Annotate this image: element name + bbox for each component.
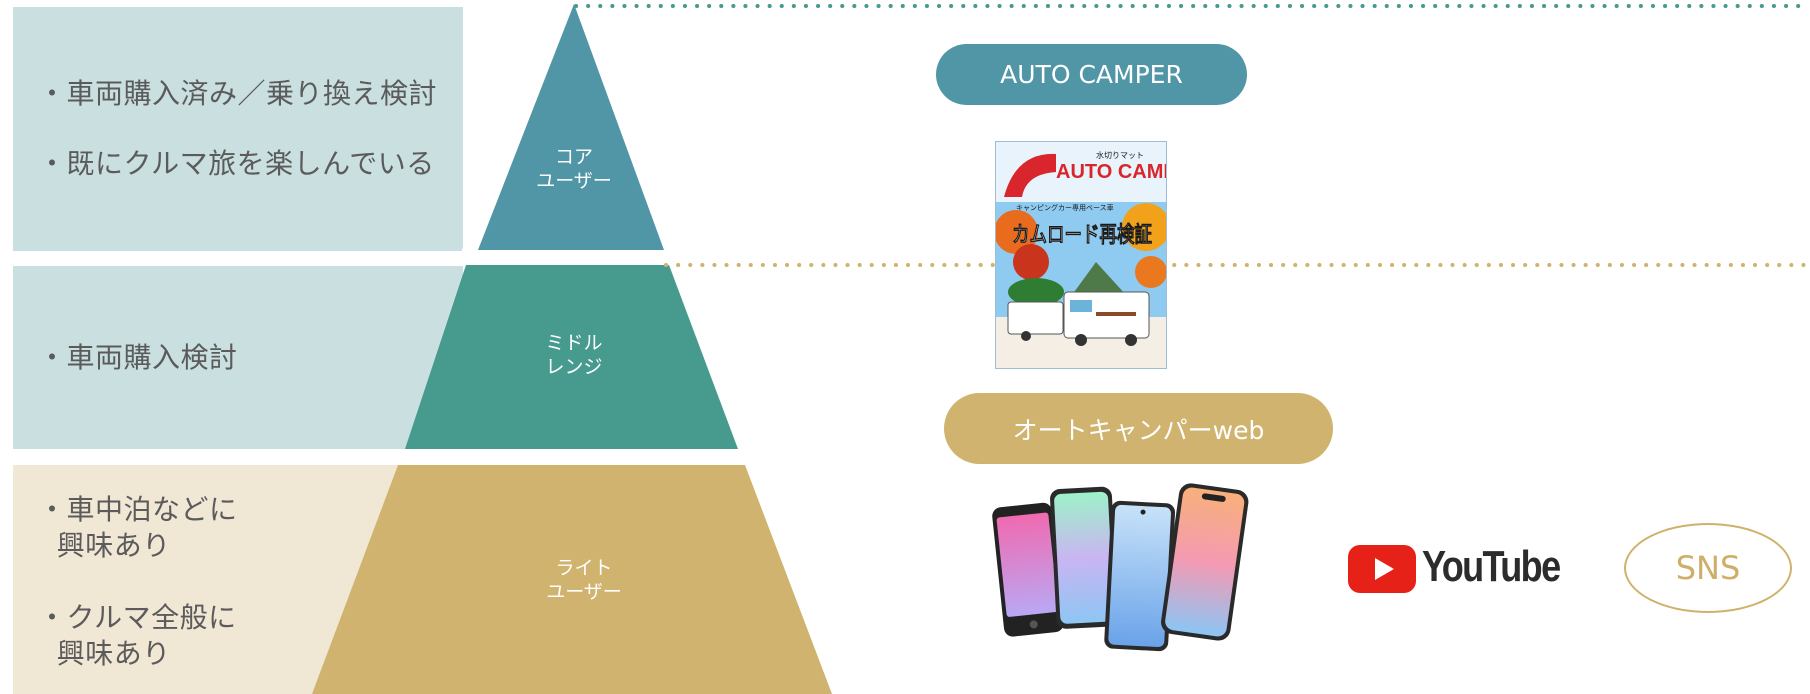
light-bullet-1: ・車中泊などに 興味あり [38,493,238,562]
gold-dotted-line [664,263,1810,267]
pyramid-middle [405,265,738,449]
magazine-cover-image: AUTO CAMPER 水切りマット キャンピングカー専用ベース車 カムロード再… [995,141,1167,369]
web-pill: オートキャンパーweb [944,393,1333,464]
magazine-pill: AUTO CAMPER [936,44,1247,105]
magazine-headline: カムロード再検証 [1012,222,1152,248]
smartphones-image [992,483,1249,652]
pyramid-core [478,4,664,250]
core-band [13,7,463,251]
youtube-logo: YouTube [1348,540,1574,600]
core-bullet-1: ・車両購入済み／乗り換え検討 [38,77,438,110]
core-label: コア ユーザー [536,146,612,192]
light-label: ライト ユーザー [546,557,622,603]
sns-badge: SNS [1624,523,1792,613]
teal-dotted-line [574,4,1810,8]
middle-bullet-1: ・車両購入検討 [38,341,238,374]
pyramid [312,4,832,694]
pyramid-light [312,465,832,694]
magazine-banner: 水切りマット [1096,150,1144,160]
magazine-tagline: キャンピングカー専用ベース車 [1016,203,1114,212]
core-bullet-2: ・既にクルマ旅を楽しんでいる [38,147,435,180]
youtube-wordmark: YouTube [1422,542,1561,591]
youtube-play-icon [1348,545,1416,593]
middle-band [13,266,463,449]
light-bullet-2: ・クルマ全般に 興味あり [38,601,237,670]
middle-label: ミドル レンジ [545,332,603,378]
magazine-masthead: AUTO CAMPER [1056,161,1166,183]
